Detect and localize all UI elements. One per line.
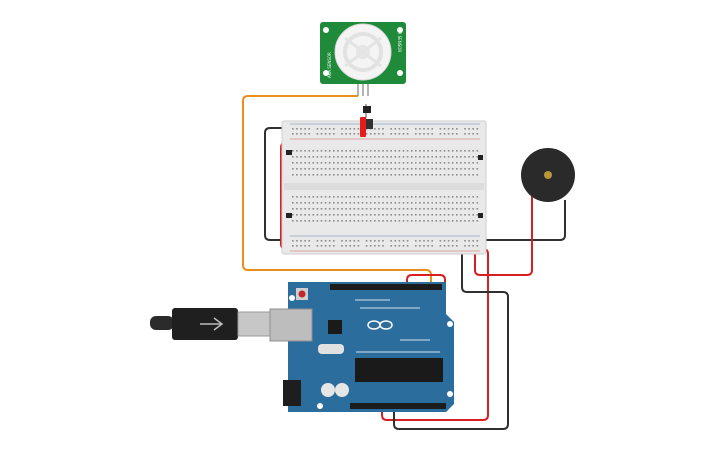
arduino-silkscreen <box>355 299 440 353</box>
header-power-analog <box>350 403 446 409</box>
wire-red-5v[interactable] <box>381 248 489 421</box>
crystal <box>318 344 344 354</box>
breadboard-center-channel <box>284 183 484 190</box>
buzzer-center <box>544 171 552 179</box>
usb-chip <box>328 320 342 334</box>
capacitor-1 <box>321 383 335 397</box>
usb-cable-end <box>150 316 174 330</box>
usb-metal-connector <box>237 311 273 337</box>
mount-hole-2 <box>447 321 453 327</box>
resistor-body <box>360 117 366 137</box>
capacitor-2 <box>335 383 349 397</box>
pir-side-label-left: AKA SENSOR <box>327 52 332 78</box>
wire-black-gnd[interactable] <box>393 240 509 430</box>
breadboard-holes <box>292 128 479 247</box>
atmega-chip <box>355 358 443 382</box>
wire-red-header[interactable] <box>406 274 446 290</box>
pir-mount-hole-bottom <box>323 70 329 76</box>
wire-black-buzzer[interactable] <box>468 200 566 241</box>
pir-dome-icon <box>334 23 392 81</box>
piezo-buzzer[interactable] <box>521 148 575 202</box>
usb-port <box>269 308 313 342</box>
pir-pins <box>357 84 369 96</box>
arduino-uno[interactable] <box>269 282 454 412</box>
arduino-board <box>288 282 454 412</box>
pir-mount-hole-top <box>323 27 329 33</box>
pir-mount-hole-right-top <box>397 27 403 33</box>
wire-red-buzzer[interactable] <box>474 195 533 276</box>
wire-orange-signal[interactable] <box>242 95 432 290</box>
header-digital <box>330 284 442 290</box>
power-jack <box>283 380 301 406</box>
arduino-logo-icon <box>367 320 393 330</box>
usb-cable[interactable] <box>150 308 273 340</box>
wire-black-left-rail[interactable] <box>264 127 288 241</box>
mount-hole-1 <box>289 295 295 301</box>
pir-mount-hole-right-bottom <box>397 70 403 76</box>
pir-side-label-right: PIR SENSOR <box>397 28 402 52</box>
breadboard-connectors <box>286 150 483 218</box>
usb-logo-icon <box>200 317 224 331</box>
mount-hole-3 <box>447 391 453 397</box>
pir-sensor[interactable]: AKA SENSOR PIR SENSOR <box>320 22 406 96</box>
breadboard[interactable] <box>281 104 487 255</box>
mount-hole-4 <box>317 403 323 409</box>
resistor[interactable] <box>360 104 373 137</box>
